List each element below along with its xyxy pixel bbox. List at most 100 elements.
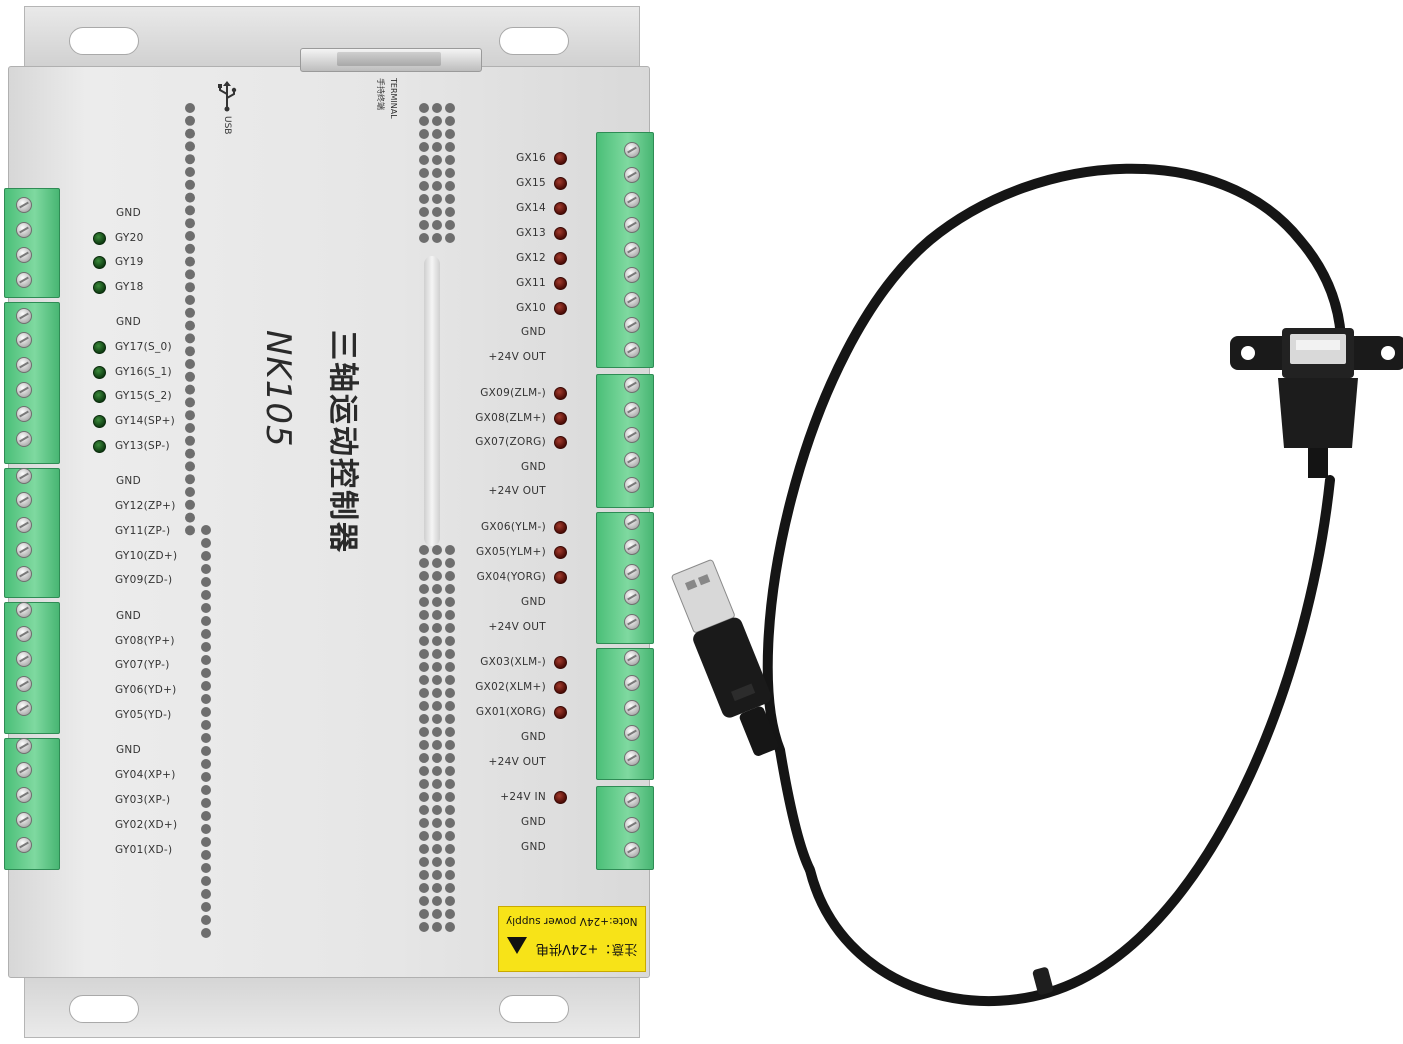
terminal-screw[interactable] — [624, 452, 640, 468]
terminal-screw[interactable] — [624, 292, 640, 308]
terminal-screw[interactable] — [16, 247, 32, 263]
pin-label: GND — [116, 207, 141, 219]
pin-label: GX05(YLM+) — [475, 546, 546, 558]
vent-hole — [432, 740, 442, 750]
terminal-screw[interactable] — [624, 842, 640, 858]
vent-hole — [445, 688, 455, 698]
terminal-screw[interactable] — [16, 676, 32, 692]
left-terminal-block-2[interactable] — [4, 302, 60, 464]
terminal-screw[interactable] — [16, 566, 32, 582]
left-terminal-block-4[interactable] — [4, 602, 60, 734]
terminal-screw[interactable] — [624, 192, 640, 208]
terminal-screw[interactable] — [624, 650, 640, 666]
terminal-screw[interactable] — [16, 837, 32, 853]
terminal-screw[interactable] — [16, 197, 32, 213]
panel-mount-usb-female[interactable] — [1230, 328, 1403, 482]
left-terminal-block-1[interactable] — [4, 188, 60, 298]
terminal-screw[interactable] — [16, 332, 32, 348]
terminal-screw[interactable] — [624, 242, 640, 258]
usb-a-male-connector[interactable] — [668, 545, 818, 779]
terminal-screw[interactable] — [16, 406, 32, 422]
terminal-screw[interactable] — [624, 614, 640, 630]
pin-label: GX12 — [516, 252, 546, 264]
vent-hole — [432, 766, 442, 776]
terminal-screw[interactable] — [624, 539, 640, 555]
usb-icon — [216, 80, 238, 116]
terminal-screw[interactable] — [16, 602, 32, 618]
terminal-screw[interactable] — [16, 626, 32, 642]
left-terminal-block-5[interactable] — [4, 738, 60, 870]
terminal-screw[interactable] — [624, 725, 640, 741]
vent-hole — [185, 410, 195, 421]
usb-cable — [762, 163, 1347, 1006]
vent-hole — [432, 181, 442, 191]
terminal-screw[interactable] — [16, 738, 32, 754]
terminal-screw[interactable] — [624, 377, 640, 393]
terminal-screw[interactable] — [624, 589, 640, 605]
vent-hole — [445, 870, 455, 880]
terminal-screw[interactable] — [624, 750, 640, 766]
terminal-screw[interactable] — [624, 477, 640, 493]
vent-hole — [201, 824, 211, 834]
vent-hole — [419, 857, 429, 867]
vent-hole — [201, 720, 211, 730]
status-led — [93, 341, 106, 354]
vent-hole — [432, 103, 442, 113]
left-terminal-block-3[interactable] — [4, 468, 60, 598]
pin-label: GY12(ZP+) — [115, 500, 176, 512]
vent-hole — [201, 785, 211, 795]
terminal-screw[interactable] — [624, 817, 640, 833]
vent-hole — [432, 194, 442, 204]
terminal-db-connector[interactable] — [300, 48, 482, 72]
pin-label: GY07(YP-) — [115, 659, 170, 671]
pin-label: GND — [116, 316, 141, 328]
terminal-screw[interactable] — [16, 272, 32, 288]
terminal-screw[interactable] — [624, 142, 640, 158]
terminal-screw[interactable] — [16, 700, 32, 716]
vent-hole — [432, 168, 442, 178]
vent-hole — [445, 103, 455, 113]
vent-hole — [201, 577, 211, 587]
terminal-screw[interactable] — [624, 700, 640, 716]
terminal-screw[interactable] — [16, 762, 32, 778]
terminal-screw[interactable] — [16, 468, 32, 484]
vent-hole — [445, 181, 455, 191]
pin-label: GY08(YP+) — [115, 635, 175, 647]
vent-hole — [185, 295, 195, 305]
terminal-screw[interactable] — [16, 787, 32, 803]
terminal-screw[interactable] — [624, 792, 640, 808]
warning-text-en: Note:+24V power supply — [505, 915, 637, 927]
terminal-screw[interactable] — [16, 492, 32, 508]
terminal-screw[interactable] — [16, 542, 32, 558]
terminal-screw[interactable] — [16, 308, 32, 324]
vent-hole — [185, 256, 195, 267]
terminal-screw[interactable] — [624, 564, 640, 580]
terminal-screw[interactable] — [624, 217, 640, 233]
pin-label: GND — [521, 816, 546, 828]
terminal-screw[interactable] — [624, 342, 640, 358]
terminal-screw[interactable] — [16, 651, 32, 667]
vent-hole — [201, 902, 211, 912]
controller-body — [8, 66, 650, 978]
warning-text-cn: 注意：+24V供电 — [535, 941, 637, 956]
terminal-screw[interactable] — [16, 812, 32, 828]
vent-hole — [445, 896, 455, 906]
vent-hole — [201, 746, 211, 756]
pin-label: GY19 — [115, 256, 144, 268]
terminal-screw[interactable] — [624, 402, 640, 418]
vent-hole — [201, 668, 211, 678]
vent-hole — [445, 714, 455, 724]
vent-hole — [185, 346, 195, 357]
terminal-screw[interactable] — [624, 514, 640, 530]
terminal-screw[interactable] — [16, 382, 32, 398]
terminal-screw[interactable] — [624, 317, 640, 333]
terminal-screw[interactable] — [16, 431, 32, 447]
terminal-screw[interactable] — [624, 427, 640, 443]
terminal-screw[interactable] — [624, 675, 640, 691]
terminal-screw[interactable] — [624, 267, 640, 283]
terminal-screw[interactable] — [16, 222, 32, 238]
vent-hole — [185, 474, 195, 485]
terminal-screw[interactable] — [16, 357, 32, 373]
terminal-screw[interactable] — [624, 167, 640, 183]
terminal-screw[interactable] — [16, 517, 32, 533]
